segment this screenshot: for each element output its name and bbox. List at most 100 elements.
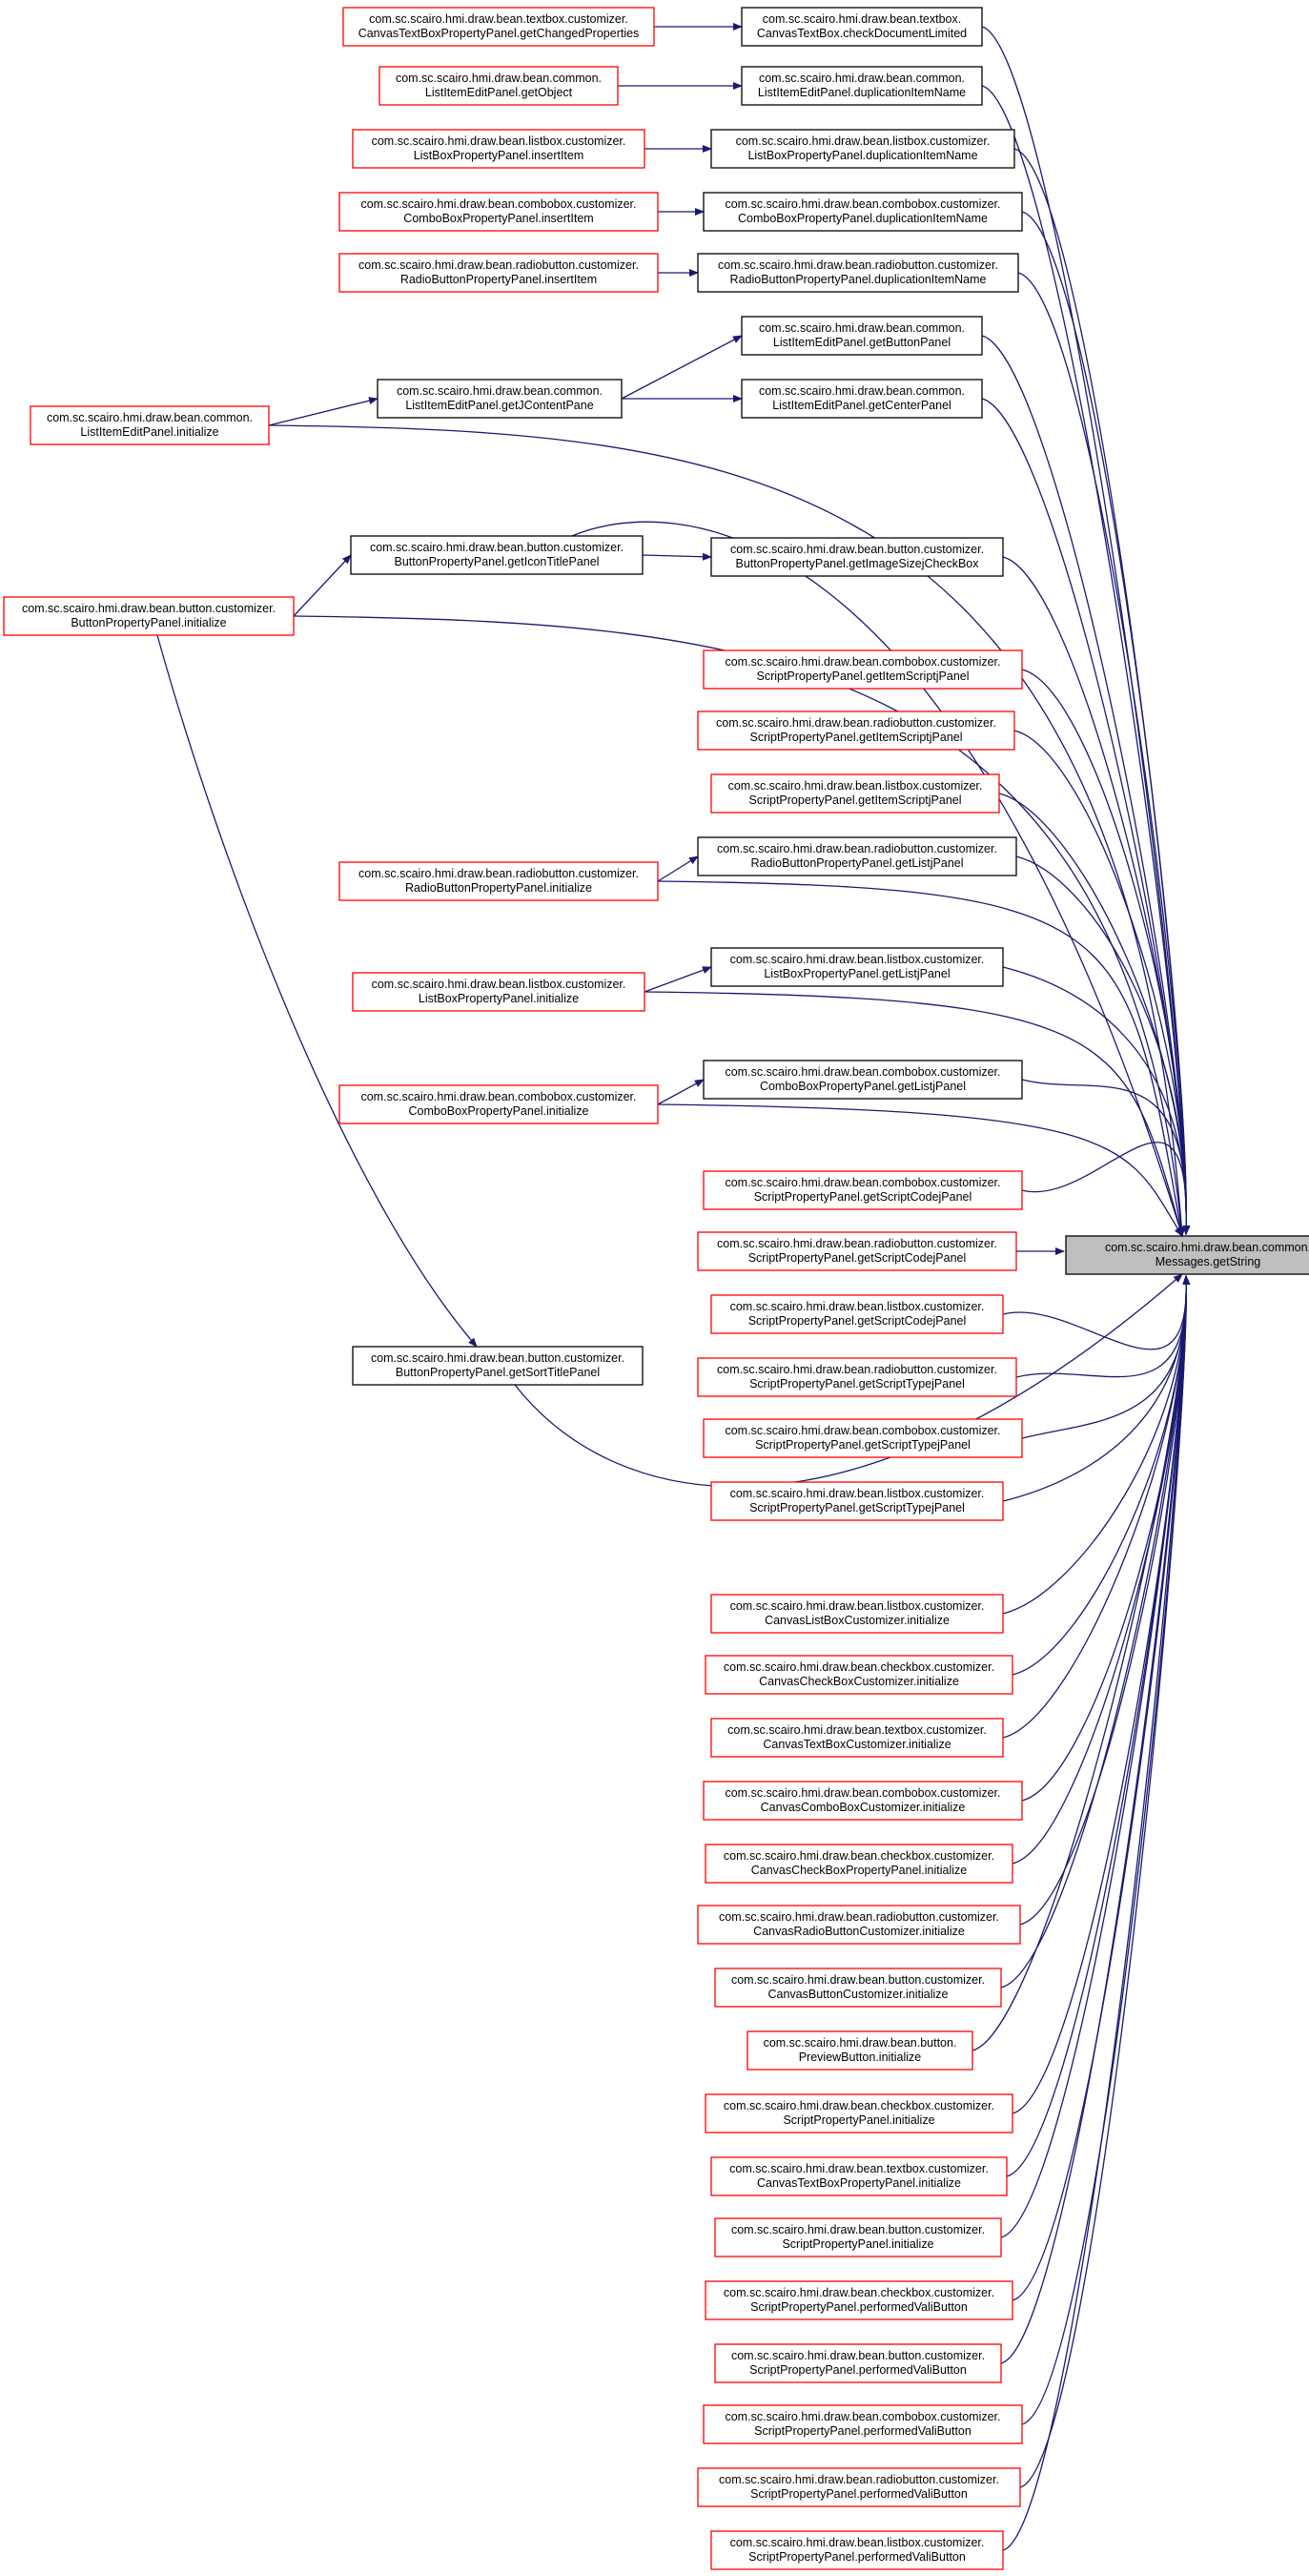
- node-n34[interactable]: com.sc.scairo.hmi.draw.bean.listbox.cust…: [710, 1594, 1004, 1634]
- node-method-label: ButtonPropertyPanel.getIconTitlePanel: [395, 555, 600, 568]
- node-n35[interactable]: com.sc.scairo.hmi.draw.bean.checkbox.cus…: [705, 1655, 1013, 1695]
- node-n14[interactable]: com.sc.scairo.hmi.draw.bean.common.ListI…: [30, 405, 270, 445]
- node-n47[interactable]: com.sc.scairo.hmi.draw.bean.combobox.cus…: [703, 2404, 1023, 2444]
- node-box: [703, 1418, 1023, 1458]
- node-n02[interactable]: com.sc.scairo.hmi.draw.bean.textbox.Canv…: [741, 7, 983, 47]
- node-box: [1065, 1235, 1309, 1275]
- node-n42[interactable]: com.sc.scairo.hmi.draw.bean.checkbox.cus…: [705, 2093, 1013, 2133]
- node-n32[interactable]: com.sc.scairo.hmi.draw.bean.combobox.cus…: [703, 1418, 1023, 1458]
- node-box: [747, 2030, 973, 2071]
- node-n48[interactable]: com.sc.scairo.hmi.draw.bean.radiobutton.…: [697, 2467, 1021, 2507]
- node-n44[interactable]: com.sc.scairo.hmi.draw.bean.button.custo…: [714, 2217, 1002, 2257]
- node-n33[interactable]: com.sc.scairo.hmi.draw.bean.listbox.cust…: [710, 1481, 1004, 1521]
- node-n38[interactable]: com.sc.scairo.hmi.draw.bean.checkbox.cus…: [705, 1844, 1013, 1884]
- node-n37[interactable]: com.sc.scairo.hmi.draw.bean.combobox.cus…: [703, 1781, 1023, 1821]
- edge-n22-to-n21: [657, 855, 699, 882]
- node-package-label: com.sc.scairo.hmi.draw.bean.listbox.cust…: [730, 2536, 985, 2549]
- node-n15[interactable]: com.sc.scairo.hmi.draw.bean.button.custo…: [350, 535, 644, 575]
- node-n26[interactable]: com.sc.scairo.hmi.draw.bean.combobox.cus…: [338, 1084, 659, 1124]
- node-method-label: ButtonPropertyPanel.getSortTitlePanel: [396, 1366, 600, 1379]
- node-method-label: ComboBoxPropertyPanel.getListjPanel: [760, 1080, 966, 1093]
- node-box: [697, 711, 1015, 751]
- node-box: [703, 192, 1023, 232]
- node-method-label: ListItemEditPanel.getObject: [425, 86, 573, 99]
- node-n08[interactable]: com.sc.scairo.hmi.draw.bean.combobox.cus…: [703, 192, 1023, 232]
- node-method-label: ScriptPropertyPanel.performedValiButton: [750, 2487, 968, 2501]
- node-n28[interactable]: com.sc.scairo.hmi.draw.bean.radiobutton.…: [697, 1231, 1017, 1271]
- node-n31[interactable]: com.sc.scairo.hmi.draw.bean.radiobutton.…: [697, 1357, 1017, 1397]
- node-method-label: ListBoxPropertyPanel.insertItem: [414, 149, 584, 162]
- node-n45[interactable]: com.sc.scairo.hmi.draw.bean.checkbox.cus…: [705, 2280, 1013, 2320]
- node-package-label: com.sc.scairo.hmi.draw.bean.listbox.cust…: [372, 134, 626, 148]
- node-method-label: CanvasTextBox.checkDocumentLimited: [757, 27, 967, 40]
- node-n07[interactable]: com.sc.scairo.hmi.draw.bean.combobox.cus…: [338, 192, 659, 232]
- node-n17[interactable]: com.sc.scairo.hmi.draw.bean.button.custo…: [3, 596, 295, 636]
- node-package-label: com.sc.scairo.hmi.draw.bean.listbox.cust…: [372, 978, 626, 991]
- node-n21[interactable]: com.sc.scairo.hmi.draw.bean.radiobutton.…: [697, 836, 1017, 876]
- node-n10[interactable]: com.sc.scairo.hmi.draw.bean.radiobutton.…: [697, 253, 1019, 293]
- node-n30[interactable]: com.sc.scairo.hmi.draw.bean.button.custo…: [352, 1346, 644, 1386]
- node-n36[interactable]: com.sc.scairo.hmi.draw.bean.textbox.cust…: [710, 1718, 1004, 1758]
- node-n16[interactable]: com.sc.scairo.hmi.draw.bean.button.custo…: [710, 537, 1004, 577]
- edge-n26-to-target: [657, 1103, 1183, 1237]
- node-n19[interactable]: com.sc.scairo.hmi.draw.bean.radiobutton.…: [697, 711, 1015, 751]
- node-n40[interactable]: com.sc.scairo.hmi.draw.bean.button.custo…: [714, 1968, 1002, 2008]
- edge-n44-to-target: [1000, 1275, 1191, 2238]
- node-n22[interactable]: com.sc.scairo.hmi.draw.bean.radiobutton.…: [338, 861, 659, 901]
- node-box: [352, 972, 645, 1012]
- node-box: [703, 649, 1023, 690]
- edge-n22-to-target: [657, 880, 1185, 1237]
- node-n13[interactable]: com.sc.scairo.hmi.draw.bean.common.ListI…: [741, 379, 983, 419]
- node-n29[interactable]: com.sc.scairo.hmi.draw.bean.listbox.cust…: [710, 1294, 1004, 1334]
- node-n05[interactable]: com.sc.scairo.hmi.draw.bean.listbox.cust…: [352, 129, 645, 169]
- node-method-label: ScriptPropertyPanel.getItemScriptjPanel: [748, 793, 961, 807]
- node-n49[interactable]: com.sc.scairo.hmi.draw.bean.listbox.cust…: [710, 2530, 1004, 2570]
- node-box: [697, 836, 1017, 876]
- node-n03[interactable]: com.sc.scairo.hmi.draw.bean.common.ListI…: [378, 66, 619, 106]
- node-box: [714, 2217, 1002, 2257]
- node-method-label: Messages.getString: [1156, 1255, 1261, 1268]
- node-n24[interactable]: com.sc.scairo.hmi.draw.bean.listbox.cust…: [352, 972, 645, 1012]
- edge-n21-to-target: [1015, 855, 1191, 1235]
- node-n20[interactable]: com.sc.scairo.hmi.draw.bean.listbox.cust…: [710, 773, 1000, 814]
- node-package-label: com.sc.scairo.hmi.draw.bean.combobox.cus…: [725, 2410, 1000, 2423]
- node-target[interactable]: com.sc.scairo.hmi.draw.bean.common.Messa…: [1065, 1235, 1309, 1275]
- node-box: [352, 1346, 644, 1386]
- node-n01[interactable]: com.sc.scairo.hmi.draw.bean.textbox.cust…: [342, 7, 655, 47]
- node-box: [3, 596, 295, 636]
- edge-n42-to-target: [1012, 1275, 1191, 2114]
- edge-n40-to-target: [1000, 1275, 1191, 1989]
- node-n18[interactable]: com.sc.scairo.hmi.draw.bean.combobox.cus…: [703, 649, 1023, 690]
- node-method-label: ComboBoxPropertyPanel.insertItem: [403, 212, 593, 225]
- node-box: [710, 1718, 1004, 1758]
- node-n23[interactable]: com.sc.scairo.hmi.draw.bean.listbox.cust…: [710, 947, 1004, 987]
- node-n06[interactable]: com.sc.scairo.hmi.draw.bean.listbox.cust…: [710, 129, 1015, 169]
- node-box: [703, 2404, 1023, 2444]
- node-n39[interactable]: com.sc.scairo.hmi.draw.bean.radiobutton.…: [697, 1905, 1021, 1945]
- node-n27[interactable]: com.sc.scairo.hmi.draw.bean.combobox.cus…: [703, 1170, 1023, 1210]
- node-n11[interactable]: com.sc.scairo.hmi.draw.bean.common.ListI…: [741, 316, 983, 356]
- node-box: [710, 537, 1004, 577]
- node-package-label: com.sc.scairo.hmi.draw.bean.checkbox.cus…: [724, 2286, 994, 2299]
- node-n09[interactable]: com.sc.scairo.hmi.draw.bean.radiobutton.…: [338, 253, 659, 293]
- node-package-label: com.sc.scairo.hmi.draw.bean.textbox.cust…: [369, 12, 628, 26]
- edge-n04-to-target: [981, 85, 1191, 1235]
- node-n46[interactable]: com.sc.scairo.hmi.draw.bean.button.custo…: [714, 2343, 1002, 2383]
- node-package-label: com.sc.scairo.hmi.draw.bean.common.: [397, 384, 603, 398]
- node-method-label: ListBoxPropertyPanel.initialize: [419, 992, 579, 1005]
- node-package-label: com.sc.scairo.hmi.draw.bean.combobox.cus…: [725, 1786, 1000, 1800]
- node-method-label: ScriptPropertyPanel.performedValiButton: [754, 2424, 972, 2438]
- node-method-label: RadioButtonPropertyPanel.initialize: [405, 881, 592, 895]
- node-box: [705, 2280, 1013, 2320]
- node-n43[interactable]: com.sc.scairo.hmi.draw.bean.textbox.cust…: [710, 2156, 1008, 2196]
- node-package-label: com.sc.scairo.hmi.draw.bean.common.: [47, 411, 253, 424]
- node-box: [338, 861, 659, 901]
- node-package-label: com.sc.scairo.hmi.draw.bean.combobox.cus…: [360, 1090, 636, 1103]
- edge-n11-to-target: [981, 335, 1191, 1235]
- node-n25[interactable]: com.sc.scairo.hmi.draw.bean.combobox.cus…: [703, 1060, 1023, 1100]
- edge-n37-to-target: [1021, 1275, 1191, 1802]
- node-n12[interactable]: com.sc.scairo.hmi.draw.bean.common.ListI…: [377, 379, 623, 419]
- node-n04[interactable]: com.sc.scairo.hmi.draw.bean.common.ListI…: [741, 66, 983, 106]
- node-n41[interactable]: com.sc.scairo.hmi.draw.bean.button.Previ…: [747, 2030, 973, 2071]
